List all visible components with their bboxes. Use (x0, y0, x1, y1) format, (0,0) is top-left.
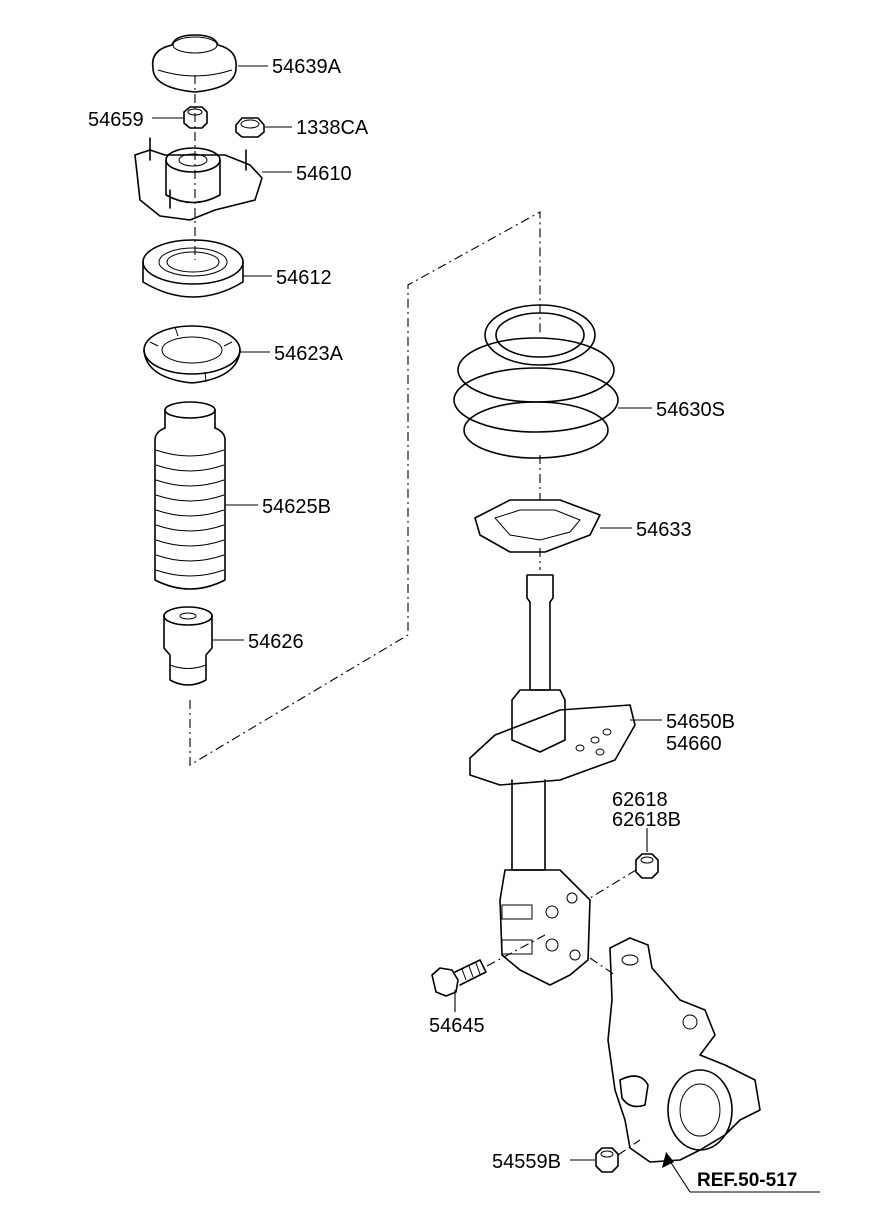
part-label-lower-spring-pad: 54633 (636, 519, 692, 541)
part-label-dust-boot: 54625B (262, 496, 331, 518)
upper-cap-part[interactable] (151, 34, 237, 93)
strut-nut-part[interactable] (635, 853, 659, 879)
part-label-coil-spring: 54630S (656, 399, 725, 421)
reference-label: REF.50-517 (697, 1170, 797, 1191)
mount-plate-part[interactable] (134, 137, 263, 221)
reference-callout[interactable]: REF.50-517 (662, 1152, 820, 1193)
part-label-upper-spring-pad: 54623A (274, 343, 344, 365)
small-nut-part[interactable] (183, 106, 208, 129)
lower-spring-pad-part[interactable] (474, 499, 601, 553)
knuckle-nut-part[interactable] (595, 1147, 619, 1173)
part-label-bump-stopper: 54626 (248, 631, 304, 653)
flange-nut-part[interactable] (235, 117, 265, 138)
bump-stopper-part[interactable] (163, 606, 213, 686)
part-label-small-nut: 54659 (88, 109, 144, 131)
dust-boot-part[interactable] (154, 401, 226, 590)
part-label-mount-plate: 54610 (296, 163, 352, 185)
part-label-strut-bolt: 54645 (429, 1015, 485, 1037)
part-label-bearing: 54612 (276, 267, 332, 289)
part-label-flange-nut: 1338CA (296, 117, 369, 139)
part-label-strut-nut-1: 62618 (612, 789, 668, 811)
steering-knuckle-part[interactable] (607, 937, 761, 1163)
part-label-strut-assembly-2: 54660 (666, 733, 722, 755)
part-label-strut-assembly-1: 54650B (666, 711, 735, 733)
coil-spring-part[interactable] (453, 304, 619, 459)
bearing-part[interactable] (142, 239, 244, 298)
part-label-strut-nut-2: 62618B (612, 809, 681, 831)
part-label-knuckle-nut: 54559B (492, 1151, 561, 1173)
part-label-upper-cap: 54639A (272, 56, 342, 78)
strut-assembly-part[interactable] (469, 574, 636, 986)
assembly-axis-line (189, 75, 541, 766)
strut-bolt-part[interactable] (431, 959, 487, 997)
upper-spring-pad-part[interactable] (143, 325, 241, 384)
